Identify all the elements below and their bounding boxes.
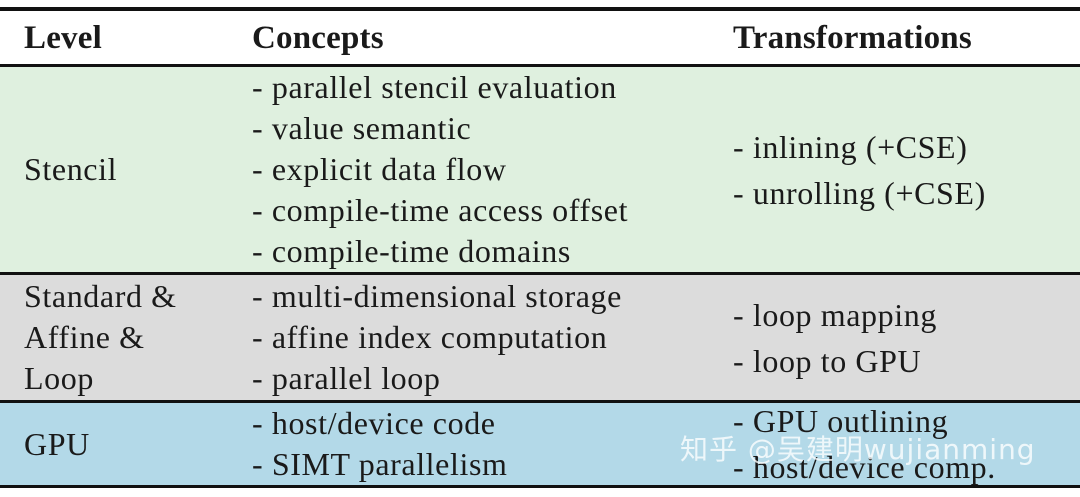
transformations-cell: - loop mapping - loop to GPU — [733, 275, 1073, 400]
row-separator — [0, 272, 1080, 275]
level-label: Loop — [24, 360, 94, 396]
level-label: GPU — [24, 425, 90, 462]
transformation-item: - loop mapping — [733, 296, 937, 333]
concept-item: - value semantic — [252, 110, 472, 146]
row-separator — [0, 400, 1080, 403]
concept-item: - host/device code — [252, 405, 496, 441]
concept-item: - multi-dimensional storage — [252, 278, 622, 314]
level-label: Stencil — [24, 151, 118, 187]
header-rule — [0, 64, 1080, 67]
watermark-text: 知乎 @吴建明wujianming — [680, 433, 1036, 466]
header-level: Level — [24, 19, 102, 56]
table-header-row: Level Concepts Transformations — [0, 11, 1080, 64]
concept-item: - parallel loop — [252, 360, 441, 396]
transformation-item: - unrolling (+CSE) — [733, 174, 986, 211]
table-row-gpu: GPU - host/device code - SIMT parallelis… — [0, 403, 1080, 485]
table-row-stencil: Stencil - parallel stencil evaluation - … — [0, 67, 1080, 272]
transformations-cell: - inlining (+CSE) - unrolling (+CSE) — [733, 67, 1073, 272]
header-concepts: Concepts — [252, 19, 384, 56]
level-label: Affine & — [24, 319, 145, 355]
header-level-cell: Level — [24, 11, 244, 64]
concepts-cell: - host/device code - SIMT parallelism — [252, 403, 722, 485]
top-rule — [0, 7, 1080, 11]
level-cell: GPU — [24, 403, 244, 485]
header-transformations: Transformations — [733, 19, 972, 56]
table-row-affine: Standard & Affine & Loop - multi-dimensi… — [0, 275, 1080, 400]
transformation-item: - inlining (+CSE) — [733, 128, 968, 165]
concepts-cell: - parallel stencil evaluation - value se… — [252, 67, 722, 272]
concept-item: - explicit data flow — [252, 151, 507, 187]
bottom-rule — [0, 485, 1080, 488]
concept-item: - compile-time domains — [252, 233, 571, 269]
header-transformations-cell: Transformations — [733, 11, 1073, 64]
level-label: Standard & — [24, 278, 177, 314]
concept-item: - parallel stencil evaluation — [252, 69, 617, 105]
transformations-cell: - GPU outlining - host/device comp. — [733, 403, 1073, 485]
concept-item: - affine index computation — [252, 319, 608, 355]
transformation-item: - loop to GPU — [733, 342, 922, 379]
level-cell: Standard & Affine & Loop — [24, 275, 244, 400]
concepts-cell: - multi-dimensional storage - affine ind… — [252, 275, 722, 400]
level-cell: Stencil — [24, 67, 244, 272]
concept-item: - SIMT parallelism — [252, 446, 508, 482]
transformation-item: - host/device comp. — [733, 449, 996, 485]
header-concepts-cell: Concepts — [252, 11, 722, 64]
transformation-item: - GPU outlining — [733, 403, 949, 439]
concept-item: - compile-time access offset — [252, 192, 629, 228]
